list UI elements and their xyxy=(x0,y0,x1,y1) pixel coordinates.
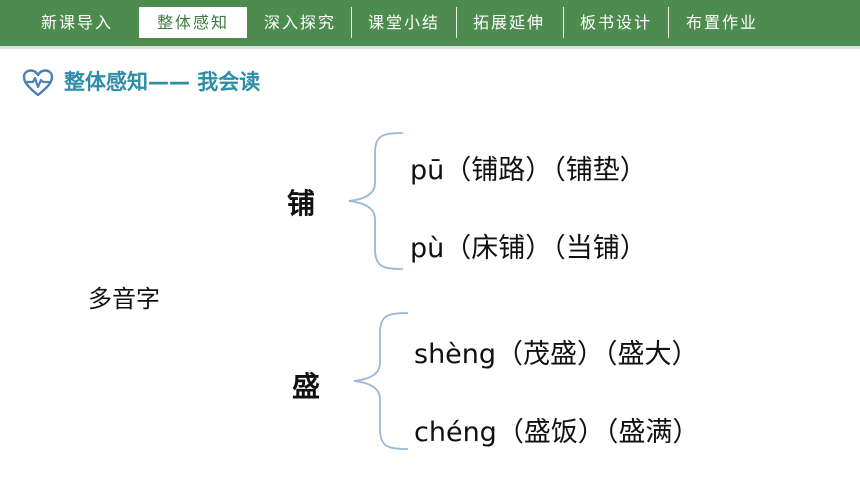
tab-extension[interactable]: 拓展延伸 xyxy=(472,13,545,32)
reading-pu-1: pū（铺路）（铺垫） xyxy=(410,155,647,186)
section-heading: 整体感知—— 我会读 xyxy=(64,70,261,94)
reading-sheng-1: shèng（茂盛）（盛大） xyxy=(414,339,699,370)
nav-shadow xyxy=(0,46,860,49)
reading-sheng-2: chéng（盛饭）（盛满） xyxy=(414,417,700,448)
tab-class-summary[interactable]: 课堂小结 xyxy=(367,13,440,32)
category-label: 多音字 xyxy=(88,285,160,313)
reading-pu-2: pù（床铺）（当铺） xyxy=(410,233,647,264)
character-pu: 铺 xyxy=(287,187,316,220)
heart-pulse-icon xyxy=(22,69,54,97)
top-nav-bar: 新课导入 整体感知 深入探究 课堂小结 拓展延伸 板书设计 布置作业 xyxy=(0,0,860,46)
tab-divider xyxy=(351,7,352,38)
tab-new-lesson-intro[interactable]: 新课导入 xyxy=(40,13,113,32)
tab-overall-perception[interactable]: 整体感知 xyxy=(139,7,247,38)
brace-pu xyxy=(348,132,404,270)
tab-homework[interactable]: 布置作业 xyxy=(685,13,758,32)
tab-divider xyxy=(668,7,669,38)
tab-divider xyxy=(563,7,564,38)
tab-divider xyxy=(456,7,457,38)
tab-board-design[interactable]: 板书设计 xyxy=(579,13,652,32)
brace-sheng xyxy=(353,312,409,450)
tab-deep-exploration[interactable]: 深入探究 xyxy=(263,13,336,32)
character-sheng: 盛 xyxy=(292,370,321,403)
